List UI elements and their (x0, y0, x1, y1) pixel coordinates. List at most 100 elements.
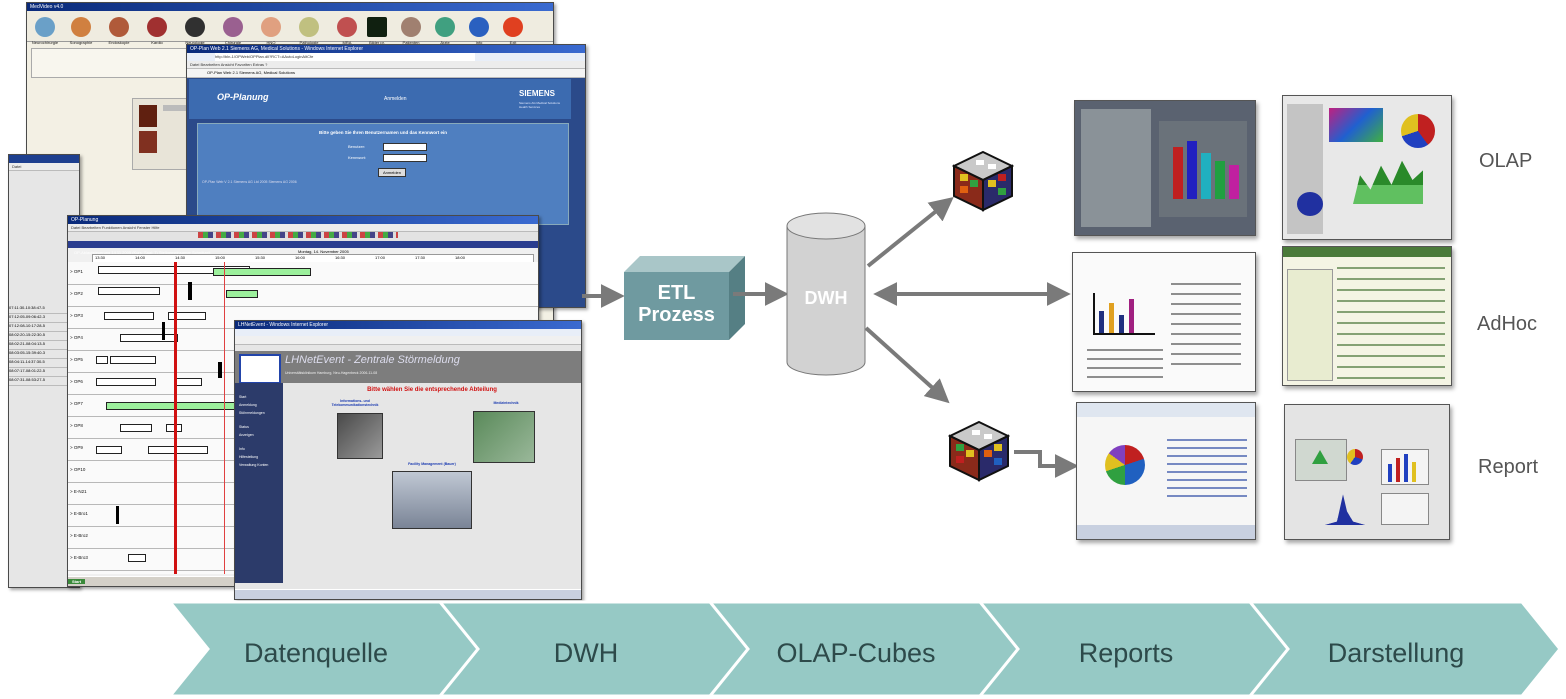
time-tick: 15:30 (255, 255, 266, 260)
medtech-device-icon[interactable] (473, 411, 535, 463)
operation-bar[interactable] (110, 356, 156, 364)
login-button[interactable]: Anmelden (378, 168, 406, 177)
gantt-date: Montag, 14. November 2005 (298, 249, 349, 254)
room-label: > OP10 (70, 467, 86, 472)
operation-bar[interactable] (104, 312, 154, 320)
toolbar-label: HNO (266, 40, 276, 45)
operation-bar[interactable] (96, 378, 156, 386)
toolbar-label: Ärzte (440, 40, 450, 45)
mra-icon[interactable] (337, 17, 357, 37)
dwh-label: DWH (804, 288, 848, 308)
sidebar-item[interactable]: Anmeldung (239, 403, 257, 407)
room-label: > E-Bro1 (70, 511, 88, 516)
patients-icon[interactable] (401, 17, 421, 37)
list-item[interactable]: 08:04:11-14:37:30-5 (9, 359, 79, 368)
time-tick: 16:30 (335, 255, 346, 260)
dept-facility-label[interactable]: Facility Management (Bauer) (408, 462, 456, 466)
sonography-icon[interactable] (71, 17, 91, 37)
op-plan-web-menu: Datei Bearbeiten Ansicht Favoriten Extra… (187, 61, 585, 69)
list-item[interactable]: 08:02:21-08:04:13-5 (9, 341, 79, 350)
medvideo-content-panel (31, 48, 193, 78)
sidebar-item[interactable]: Info (239, 447, 245, 451)
dept-it-label[interactable]: Informations- und Telekommunikationstech… (331, 399, 379, 407)
lhnet-menu-bar (235, 336, 581, 345)
lhnet-taskbar (235, 589, 581, 599)
time-tick: 18:00 (455, 255, 466, 260)
report-screenshot-2 (1284, 404, 1450, 540)
operation-bar[interactable] (120, 334, 178, 342)
list-item[interactable]: 08:07:17-08:01:22-5 (9, 368, 79, 377)
operation-bar[interactable] (128, 554, 146, 562)
medvideo-titlebar: MedVideo v4.0 (27, 3, 553, 11)
gantt-menu: Datei Bearbeiten Funktionen Ansicht Fens… (68, 224, 538, 232)
operation-bar[interactable] (98, 287, 160, 295)
address-text[interactable]: http://bln-1/OPWeb/OPPlan.dll?RCT=AAutoL… (215, 53, 475, 61)
operation-bar[interactable] (96, 446, 122, 454)
room-label: > OP8 (70, 423, 83, 428)
operation-bar[interactable] (120, 424, 152, 432)
computer-icon[interactable] (337, 413, 383, 459)
endoscopy-icon[interactable] (109, 17, 129, 37)
start-button[interactable]: Start (68, 579, 86, 584)
toolbar-label: MRA (342, 40, 352, 45)
images-icon[interactable] (367, 17, 387, 37)
sidebar-item[interactable]: Hilfestellung (239, 455, 259, 459)
sidebar-item[interactable]: Start (239, 395, 247, 399)
list-item[interactable]: 08:07:31-08:53:27-5 (9, 377, 79, 386)
list-item[interactable]: 08:03:05-15:39:40-3 (9, 350, 79, 359)
username-field[interactable] (383, 143, 427, 151)
browser-tab[interactable]: OP-Plan Web 2.1 Siemens AG, Medical Solu… (187, 69, 585, 78)
sidebar-item[interactable]: Status (239, 425, 249, 429)
password-field[interactable] (383, 154, 427, 162)
sidebar-item[interactable]: Stöhrmeldungen (239, 411, 265, 415)
operation-bar[interactable] (96, 356, 108, 364)
time-tick: 17:30 (415, 255, 426, 260)
operation-bar[interactable] (148, 446, 208, 454)
operation-bar[interactable] (226, 290, 258, 298)
room-label: > E-Bro3 (70, 555, 88, 560)
op-plan-web-titlebar: OP-Plan Web 2.1 Siemens AG, Medical Solu… (187, 45, 585, 53)
chevron-label-reports: Reports (1078, 638, 1174, 668)
operation-bar[interactable] (168, 312, 206, 320)
current-time-line (174, 262, 177, 574)
time-tick: 15:00 (215, 255, 226, 260)
lhnet-sidebar: Start Anmeldung Stöhrmeldungen Status An… (235, 383, 283, 583)
toolbar-label: Neurologie (185, 40, 205, 45)
surgery-icon[interactable] (223, 17, 243, 37)
sidebar-item[interactable]: Verwaltung Konten (239, 463, 269, 467)
arrow-dwh-to-report-cube (864, 326, 950, 404)
neurosurgery-icon[interactable] (35, 17, 55, 37)
login-footer: OP-Plan Web V 2.1 Siemens AG Ltd 2005 Si… (202, 180, 297, 184)
list-item[interactable]: 07:12:08-10:17:28-5 (9, 323, 79, 332)
sidebar-item[interactable]: Anzeigen (239, 433, 254, 437)
info-icon[interactable] (469, 17, 489, 37)
etl-box (624, 256, 745, 340)
list-item[interactable]: 07:12:05-09:06:42-3 (9, 314, 79, 323)
operation-bar[interactable] (213, 268, 311, 276)
patient-list-rows: 07:11:30-10:38:47-5 07:12:05-09:06:42-3 … (9, 305, 79, 386)
cardio-icon[interactable] (147, 17, 167, 37)
ent-icon[interactable] (261, 17, 281, 37)
exit-icon[interactable] (503, 17, 523, 37)
lhnet-header: LHNetEvent - Zentrale Störmeldung Univer… (235, 351, 581, 384)
dept-medtech-label[interactable]: Medizintechnik (493, 401, 519, 405)
adhoc-screenshot-2 (1282, 246, 1452, 386)
list-item[interactable]: 08:02:20-15:22:30-5 (9, 332, 79, 341)
op-planung-logo: OP-Planung (217, 92, 269, 102)
facility-room-image[interactable] (392, 471, 472, 529)
room-label: > E-N21 (70, 489, 87, 494)
doctors-icon[interactable] (435, 17, 455, 37)
list-item[interactable]: 07:11:30-10:38:47-5 (9, 305, 79, 314)
chevron-label-olap-cubes: OLAP-Cubes (776, 638, 936, 668)
pathology-icon[interactable] (299, 17, 319, 37)
time-tick: 14:30 (175, 255, 186, 260)
toolbar-label: Bilder pr. (369, 40, 385, 45)
neurology-icon[interactable] (185, 17, 205, 37)
lhnet-window: LHNetEvent - Windows Internet Explorer L… (234, 320, 582, 600)
login-link[interactable]: Anmelden (384, 96, 407, 102)
login-prompt: Bitte geben Sie Ihren Benutzernamen und … (318, 130, 448, 135)
chevron-label-darstellung: Darstellung (1327, 638, 1465, 668)
toolbar-label: Info (475, 40, 483, 45)
room-label: > OP9 (70, 445, 83, 450)
